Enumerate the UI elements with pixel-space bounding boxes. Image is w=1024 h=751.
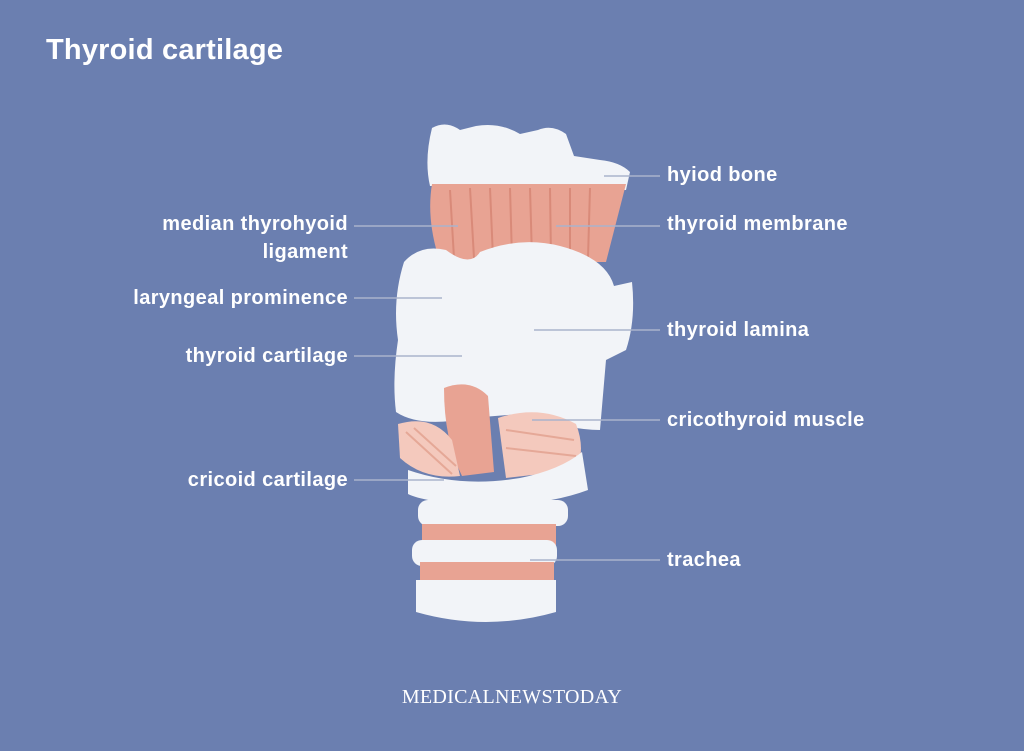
label-hyoid-bone: hyiod bone [667, 164, 778, 186]
label-thyroid-cartilage: thyroid cartilage [185, 345, 348, 367]
label-laryngeal-prominence: laryngeal prominence [133, 287, 348, 309]
label-cricoid-cartilage: cricoid cartilage [187, 469, 348, 491]
label-median-thyrohyoid-ligament: median thyrohyoid ligament [162, 210, 348, 266]
label-thyroid-lamina: thyroid lamina [667, 319, 810, 341]
brand-logo: MEDICALNEWSTODAY [401, 686, 623, 708]
hyoid-bone [427, 124, 630, 190]
label-thyroid-membrane: thyroid membrane [667, 213, 848, 235]
thyrohyoid-membrane [430, 184, 626, 262]
diagram-title: Thyroid cartilage [46, 34, 284, 66]
trachea [412, 500, 568, 622]
thyroid-cartilage [394, 242, 634, 430]
label-median-thyrohyoid-line1: median thyrohyoid [162, 213, 348, 235]
label-median-thyrohyoid-line2: ligament [262, 241, 348, 263]
cricothyroid-muscles [398, 384, 581, 478]
leader-lines [354, 175, 660, 561]
cricoid-cartilage [408, 452, 588, 505]
label-cricothyroid-muscle: cricothyroid muscle [667, 409, 865, 431]
label-trachea: trachea [667, 549, 741, 571]
